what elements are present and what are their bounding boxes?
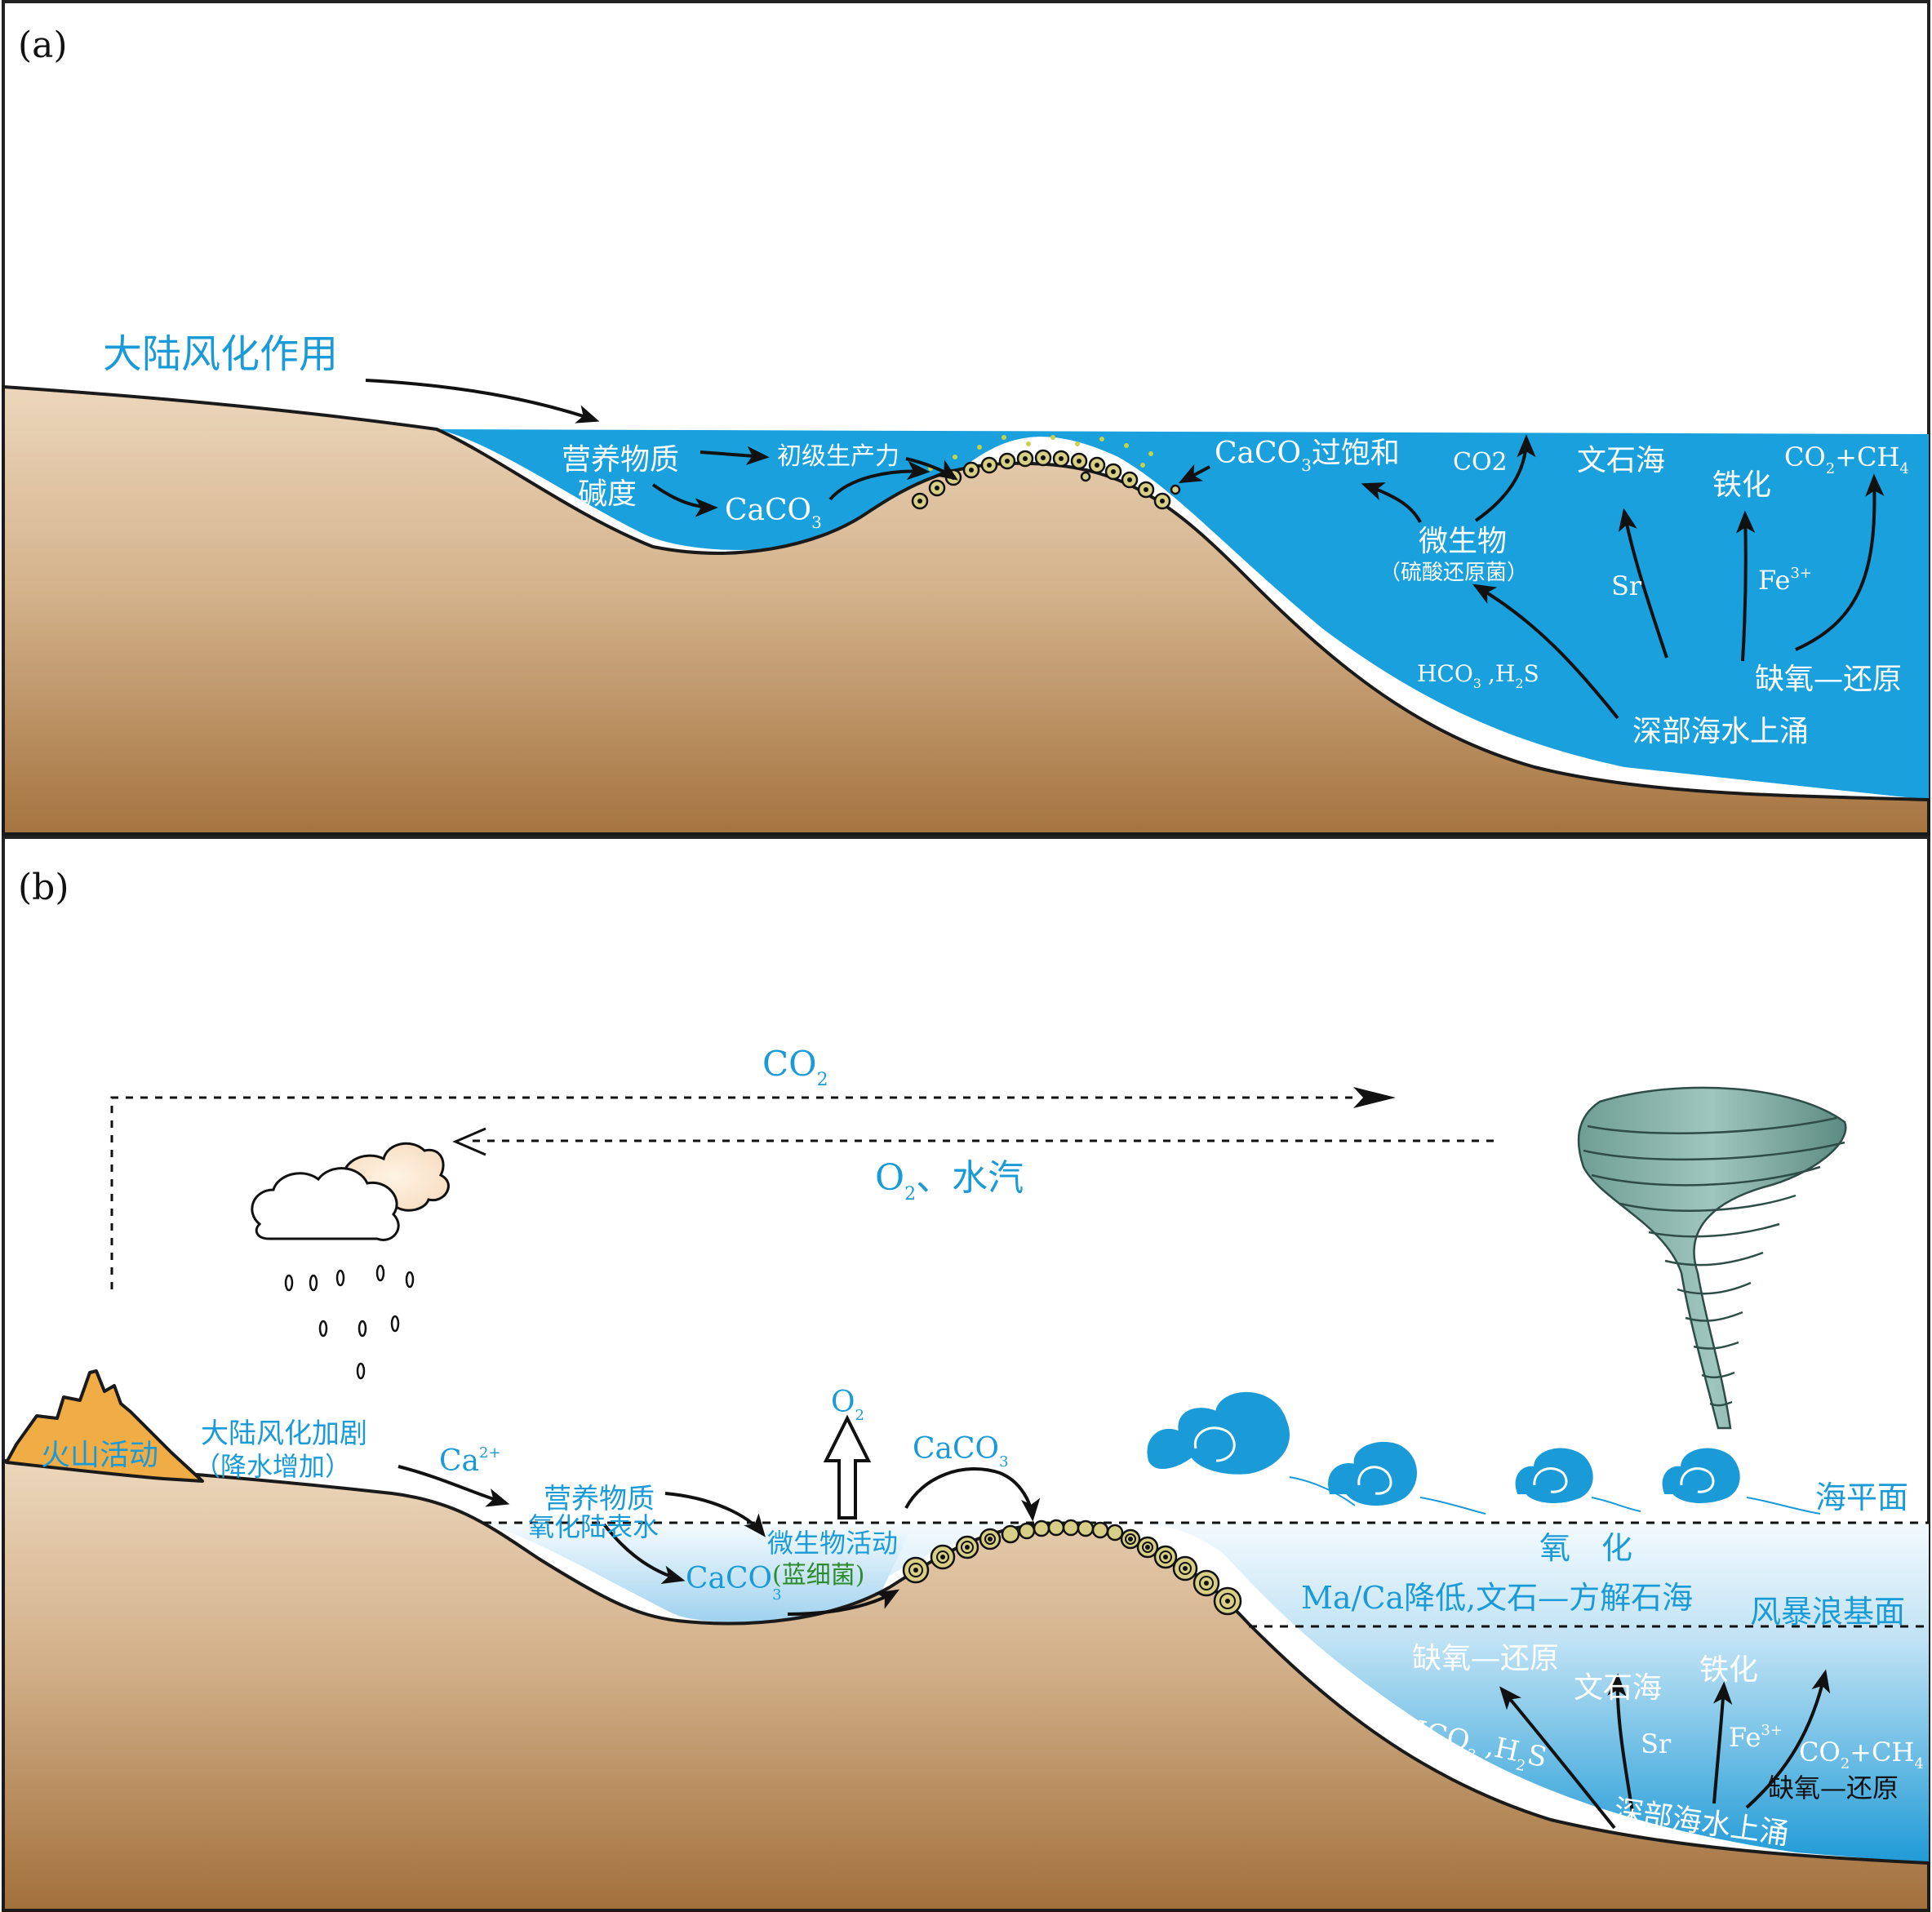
panel-b-ocean <box>482 1522 1929 1863</box>
arrow-cyano-ooids <box>787 1589 900 1616</box>
o2-vapor-label: O2、水汽 <box>875 1157 1024 1204</box>
co2-dashed-path <box>110 1096 1355 1289</box>
arrow-fe <box>1736 510 1756 662</box>
panel-a <box>2 0 1930 837</box>
aragonite-sea-label-b: 文石海 <box>1574 1671 1662 1705</box>
panel-b <box>2 836 1930 1912</box>
arrow-supersat-ooids <box>1178 464 1210 484</box>
arrow-microbes-co2 <box>1474 434 1536 522</box>
co2-atm-label: CO2 <box>762 1044 828 1090</box>
arrow-nutrients-productivity <box>700 446 770 465</box>
arrow-microbes-left <box>1361 482 1422 523</box>
oxidation-label: 氧 化 <box>1539 1530 1632 1566</box>
arrow-sr <box>1618 508 1668 659</box>
co2-arrowhead <box>1353 1087 1396 1108</box>
sr-label-a: Sr <box>1611 570 1642 601</box>
ferruginous-label-a: 铁化 <box>1712 468 1771 502</box>
ferruginous-label-b: 铁化 <box>1699 1653 1758 1687</box>
storm-wave-base-label: 风暴浪基面 <box>1750 1594 1905 1630</box>
cyanobacteria-label: (蓝细菌) <box>772 1561 864 1590</box>
arrow-alkalinity-caco3 <box>651 483 718 517</box>
raindrops <box>284 1264 415 1380</box>
o2-up-label: O2 <box>831 1386 864 1424</box>
nutrients-label: 营养物质 <box>562 443 679 477</box>
oxidized-surface-water-label: 氧化陆表水 <box>528 1511 659 1542</box>
caco3-label: CaCO3 <box>725 494 822 532</box>
panel-a-ocean <box>437 429 1929 800</box>
o2-vapor-arrowhead <box>452 1127 486 1156</box>
arrow-co2ch4 <box>1795 473 1885 651</box>
ocean-waves <box>1147 1391 1740 1506</box>
co2-ch4-label-a: CO2+CH4 <box>1784 441 1909 477</box>
co2-simple-label: CO2 <box>1453 448 1508 477</box>
aragonite-sea-label-a: 文石海 <box>1577 444 1665 477</box>
mg-ca-decrease-label: Ma/Ca降低,文石—方解石海 <box>1301 1580 1693 1616</box>
panel-a-arrows <box>365 379 1885 720</box>
arrow-oxidized-caco3 <box>602 1523 686 1585</box>
o2-hollow-arrow <box>823 1414 872 1519</box>
panel-a-label: (a) <box>18 24 68 66</box>
continental-weathering-label: 大陆风化作用 <box>103 331 338 377</box>
sr-label-b: Sr <box>1641 1728 1672 1759</box>
anoxic-reduction-label-a: 缺氧—还原 <box>1755 663 1902 696</box>
hco3-h2s-label-a: HCO3,H2S <box>1417 660 1539 691</box>
microbial-activity-label: 微生物活动 <box>767 1528 898 1559</box>
tornado-icon <box>1577 1086 1847 1430</box>
arrow-productivity-ooids <box>905 457 958 481</box>
upwelling-label-a: 深部海水上涌 <box>1632 715 1809 748</box>
atmosphere-circulation <box>110 1096 1494 1289</box>
fe-label-b: Fe3+ <box>1729 1722 1783 1753</box>
arrow-fe-ferruginous <box>1712 1681 1733 1804</box>
srb-label: （硫酸还原菌） <box>1379 561 1528 585</box>
arrow-ca2 <box>398 1465 510 1507</box>
arrow-upwelling-anoxic <box>1499 1686 1616 1830</box>
rain-cloud <box>251 1142 450 1241</box>
volcanism-label: 火山活动 <box>41 1439 158 1472</box>
weathering-intensified-label: 大陆风化加剧 <box>201 1417 367 1450</box>
caco3-top-label: CaCO3 <box>913 1432 1009 1471</box>
panel-b-arrows <box>398 1465 1831 1830</box>
arrow-upwelling-microbes <box>1472 583 1619 720</box>
arrow-caco3-top <box>904 1467 1041 1522</box>
panel-a-text: (a) 大陆风化作用 营养物质 碱度 初级生产力 CaCO3 CaCO3过饱和 … <box>18 24 1909 748</box>
arrow-weathering <box>365 379 600 424</box>
alkalinity-label: 碱度 <box>578 477 637 511</box>
caco3-supersat-label: CaCO3过饱和 <box>1215 437 1400 475</box>
panel-b-label: (b) <box>18 867 69 908</box>
arrow-sr-aragonite <box>1607 1673 1634 1812</box>
arrow-nutrients-microbes <box>664 1492 766 1537</box>
co2-ch4-label-b: CO2+CH4 <box>1799 1737 1924 1772</box>
arrow-caco3-ooids <box>828 460 930 501</box>
microbes-label-a: 微生物 <box>1419 525 1507 558</box>
rainfall-increase-label: （降水增加） <box>194 1451 351 1482</box>
nutrients-label-b: 营养物质 <box>544 1483 655 1515</box>
panel-a-microbe-dots <box>928 435 1153 471</box>
primary-productivity-label: 初级生产力 <box>777 442 899 471</box>
sea-level-label: 海平面 <box>1815 1479 1908 1515</box>
volcano <box>5 1369 204 1483</box>
anoxic-reduction-lower-label: 缺氧—还原 <box>1768 1772 1899 1803</box>
caco3-left-label: CaCO3 <box>686 1562 782 1604</box>
fe-label-a: Fe3+ <box>1758 565 1812 596</box>
arrow-co2ch4-b <box>1745 1669 1831 1809</box>
panel-b-text: (b) CO2 O2、水汽 火山活动 大陆风化加剧 （降水增加） Ca2+ 营养… <box>18 867 1924 1852</box>
ca2-label: Ca2+ <box>439 1444 501 1478</box>
anoxic-reduction-upper-label: 缺氧—还原 <box>1412 1642 1559 1675</box>
